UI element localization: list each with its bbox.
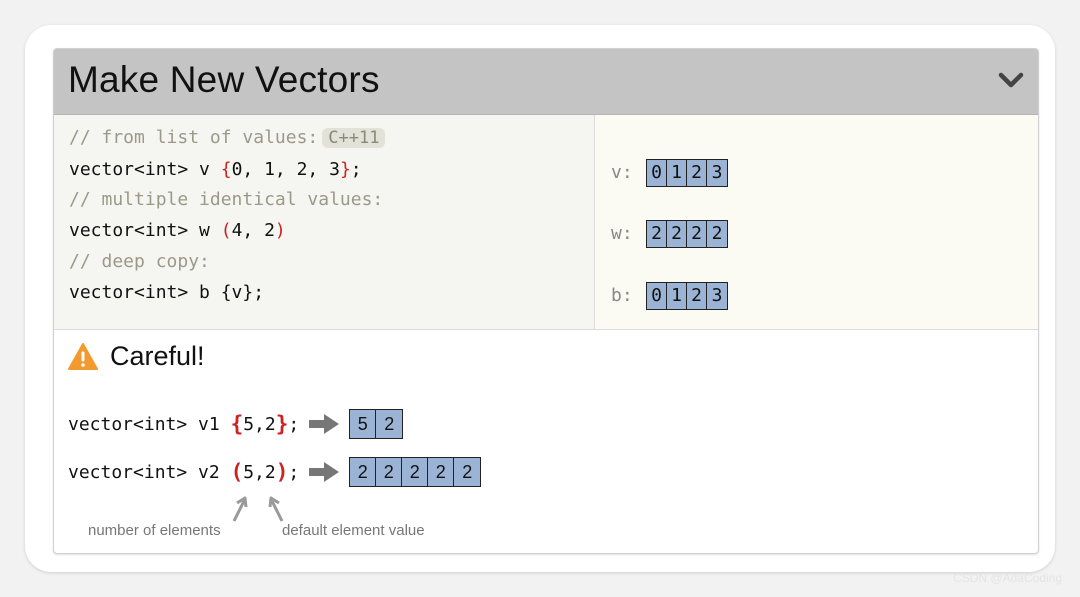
chevron-down-icon[interactable]: [998, 67, 1024, 93]
vector-b-cells: 0 1 2 3: [646, 282, 728, 310]
vector-cell: 2: [687, 283, 707, 309]
careful-heading: Careful!: [68, 341, 205, 372]
vector-cell: 2: [647, 221, 667, 247]
example-v2: vector<int> v2 (5,2); 2 2 2 2 2: [68, 457, 482, 487]
watermark: CSDN @AdaCoding: [953, 571, 1062, 585]
code-comment-copy: // deep copy:: [69, 251, 210, 272]
vector-cell: 1: [667, 283, 687, 309]
vector-v-label: v:: [611, 162, 633, 183]
example-v1: vector<int> v1 {5,2}; 5 2: [68, 409, 404, 439]
vector-cell: 0: [647, 160, 667, 186]
vector-cell: 1: [667, 160, 687, 186]
vector-w-cells: 2 2 2 2: [646, 220, 728, 248]
vector-cell: 2: [667, 221, 687, 247]
vector-cell: 0: [647, 283, 667, 309]
code-comment-list: // from list of values:C++11: [69, 127, 386, 148]
vector-cell: 5: [350, 410, 377, 438]
vector-w-label: w:: [611, 223, 633, 244]
vector-cell: 2: [428, 458, 455, 486]
vector-cell: 2: [350, 458, 377, 486]
vector-v-cells: 0 1 2 3: [646, 159, 728, 187]
vector-cell: 2: [402, 458, 429, 486]
vector-cell: 3: [711, 285, 723, 306]
vector-cell: 2: [687, 221, 707, 247]
annotation-default-value: default element value: [282, 522, 425, 539]
code-line-w: vector<int> w (4, 2): [69, 220, 286, 241]
vector-cell: 2: [462, 462, 473, 482]
vector-b-label: b:: [611, 285, 633, 306]
pointer-arrow-icon: [232, 496, 248, 522]
vector-cell: 3: [711, 162, 723, 183]
arrow-right-icon: [309, 462, 340, 482]
code-line-v: vector<int> v {0, 1, 2, 3};: [69, 159, 362, 180]
arrow-right-icon: [309, 414, 340, 434]
vector-cell: 2: [376, 458, 403, 486]
vector-cell: 2: [711, 223, 723, 244]
code-line-b: vector<int> b {v};: [69, 282, 265, 303]
vector-cell: 2: [687, 160, 707, 186]
card-header[interactable]: Make New Vectors: [54, 49, 1038, 115]
cpp11-badge: C++11: [322, 128, 386, 148]
warning-icon: [68, 343, 98, 370]
card-title: Make New Vectors: [68, 59, 380, 100]
pointer-arrow-icon: [268, 496, 284, 522]
example-v2-cells: 2 2 2 2 2: [349, 457, 482, 487]
vectors-card: Make New Vectors // from list of values:…: [53, 48, 1039, 554]
annotation-number-of-elements: number of elements: [88, 522, 221, 539]
code-comment-identical: // multiple identical values:: [69, 189, 384, 210]
careful-title: Careful!: [110, 341, 205, 371]
vector-cell: 2: [384, 414, 395, 434]
code-panel: // from list of values:C++11 vector<int>…: [54, 115, 595, 330]
vector-visual-panel: v: 0 1 2 3 w: 2 2 2 2 b: 0 1 2 3: [595, 115, 1038, 330]
example-v1-cells: 5 2: [349, 409, 404, 439]
